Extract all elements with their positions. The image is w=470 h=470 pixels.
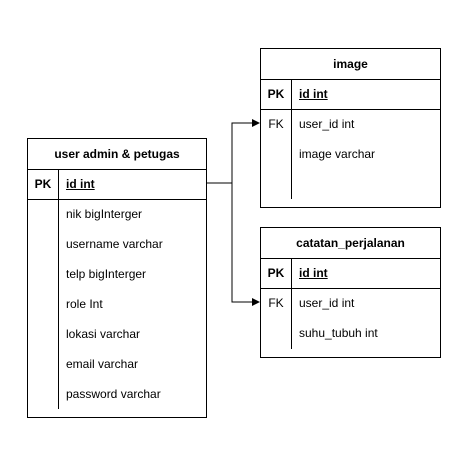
attribute-row: telp bigInterger xyxy=(28,259,206,289)
entity-title: catatan_perjalanan xyxy=(261,228,440,259)
attribute-field: role Int xyxy=(66,297,103,311)
attribute-field: suhu_tubuh int xyxy=(299,326,378,340)
pk-field: id int xyxy=(299,266,328,280)
attribute-field: username varchar xyxy=(66,237,163,251)
column-divider xyxy=(291,79,292,199)
attribute-field: nik bigInterger xyxy=(66,207,143,221)
pk-field: id int xyxy=(299,87,328,101)
attribute-row: lokasi varchar xyxy=(28,319,206,349)
entity-title: image xyxy=(261,49,440,80)
connector-user-to-catatan xyxy=(207,182,260,306)
attribute-field: image varchar xyxy=(299,147,376,161)
primary-key-row: PK id int xyxy=(28,169,206,200)
pk-label: PK xyxy=(267,87,285,101)
attribute-field: telp bigInterger xyxy=(66,267,147,281)
attribute-row: role Int xyxy=(28,289,206,319)
attribute-row: nik bigInterger xyxy=(28,199,206,229)
pk-field: id int xyxy=(66,177,95,191)
entity-catatan-perjalanan[interactable]: catatan_perjalanan PK id int FK user_id … xyxy=(260,227,441,358)
foreign-key-row: FK user_id int xyxy=(261,109,440,139)
fk-field: user_id int xyxy=(299,117,355,131)
attribute-row: suhu_tubuh int xyxy=(261,318,440,348)
entity-user-admin-petugas[interactable]: user admin & petugas PK id int nik bigIn… xyxy=(27,138,207,418)
foreign-key-row: FK user_id int xyxy=(261,288,440,318)
primary-key-row: PK id int xyxy=(261,79,440,110)
attribute-row: username varchar xyxy=(28,229,206,259)
key-label xyxy=(261,139,291,169)
entity-image[interactable]: image PK id int FK user_id int image var… xyxy=(260,48,441,208)
connector-user-to-image xyxy=(207,119,260,184)
pk-label: PK xyxy=(34,177,52,191)
attribute-field: lokasi varchar xyxy=(66,327,141,341)
attribute-field: password varchar xyxy=(66,387,161,401)
fk-label: FK xyxy=(268,296,284,310)
attribute-row: password varchar xyxy=(28,379,206,409)
column-divider xyxy=(291,258,292,349)
attribute-row: image varchar xyxy=(261,139,440,169)
key-label xyxy=(261,318,291,348)
fk-label: FK xyxy=(268,117,284,131)
fk-field: user_id int xyxy=(299,296,355,310)
attribute-field: email varchar xyxy=(66,357,139,371)
entity-title: user admin & petugas xyxy=(28,139,206,170)
attribute-row: email varchar xyxy=(28,349,206,379)
pk-label: PK xyxy=(267,266,285,280)
column-divider xyxy=(58,169,59,409)
primary-key-row: PK id int xyxy=(261,258,440,289)
